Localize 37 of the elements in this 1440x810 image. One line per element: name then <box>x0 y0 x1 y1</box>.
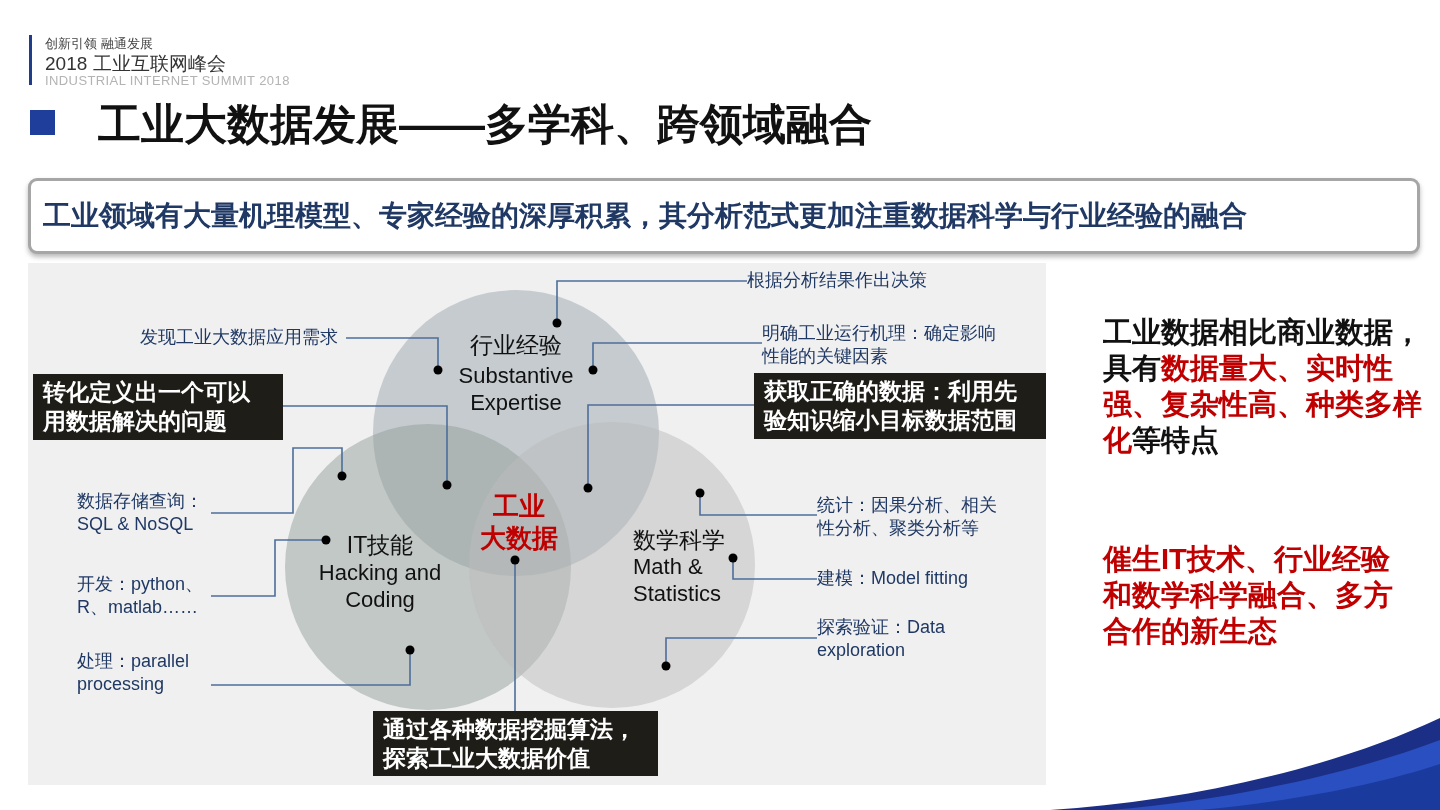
callout-box: 通过各种数据挖掘算法，探索工业大数据价值 <box>373 711 658 776</box>
slide-title: 工业大数据发展——多学科、跨领域融合 <box>98 99 872 150</box>
leader-line <box>510 555 520 712</box>
leader-line <box>588 342 763 375</box>
leader-line <box>728 553 818 580</box>
event-name: 2018 工业互联网峰会 <box>45 52 226 76</box>
leader-line <box>583 404 755 493</box>
leader-line <box>282 405 452 490</box>
circle-title: 数学科学 <box>633 527 726 554</box>
center-text: 工业大数据 <box>480 490 560 560</box>
annotation-text: 数据存储查询：SQL & NoSQL <box>77 490 211 536</box>
annotation-text: 建模：Model fitting <box>817 567 1007 590</box>
highlight-text: 催生IT技术、行业经验和数学科学融合、多方合作的新生态 <box>1103 542 1394 649</box>
highlight-text: 工业数据相比商业数据，具有数据量大、实时性强、复杂性高、种类多样化等特点 <box>1103 315 1423 458</box>
event-subtitle: INDUSTRIAL INTERNET SUMMIT 2018 <box>45 73 290 88</box>
annotation-text: 明确工业运行机理：确定影响性能的关键因素 <box>762 322 1006 368</box>
leader-line <box>661 637 818 671</box>
leader-line <box>210 447 347 514</box>
callout-box: 转化定义出一个可以用数据解决的问题 <box>33 374 283 440</box>
slogan-text: 创新引领 融通发展 <box>45 35 153 53</box>
annotation-text: 发现工业大数据应用需求 <box>140 326 346 349</box>
annotation-text: 探索验证：Data exploration <box>817 616 959 662</box>
circle-subtitle: Hacking and Coding <box>317 559 443 613</box>
circle-title: 行业经验 <box>469 332 563 359</box>
leader-line <box>345 337 443 375</box>
leader-line <box>210 535 331 597</box>
callout-box: 获取正确的数据：利用先验知识缩小目标数据范围 <box>754 373 1046 439</box>
circle-subtitle: Math & Statistics <box>633 553 723 607</box>
annotation-text: 开发：python、R、matlab…… <box>77 573 211 619</box>
annotation-text: 统计：因果分析、相关性分析、聚类分析等 <box>817 494 1007 540</box>
leader-line <box>210 645 415 686</box>
leader-line <box>695 488 818 516</box>
circle-title: IT技能 <box>345 532 415 559</box>
annotation-text: 处理：parallel processing <box>77 650 211 696</box>
summary-box: 工业领域有大量机理模型、专家经验的深厚积累，其分析范式更加注重数据科学与行业经验的融合 <box>28 178 1420 254</box>
annotation-text: 根据分析结果作出决策 <box>747 269 939 292</box>
circle-subtitle: Substantive Expertise <box>457 362 575 416</box>
